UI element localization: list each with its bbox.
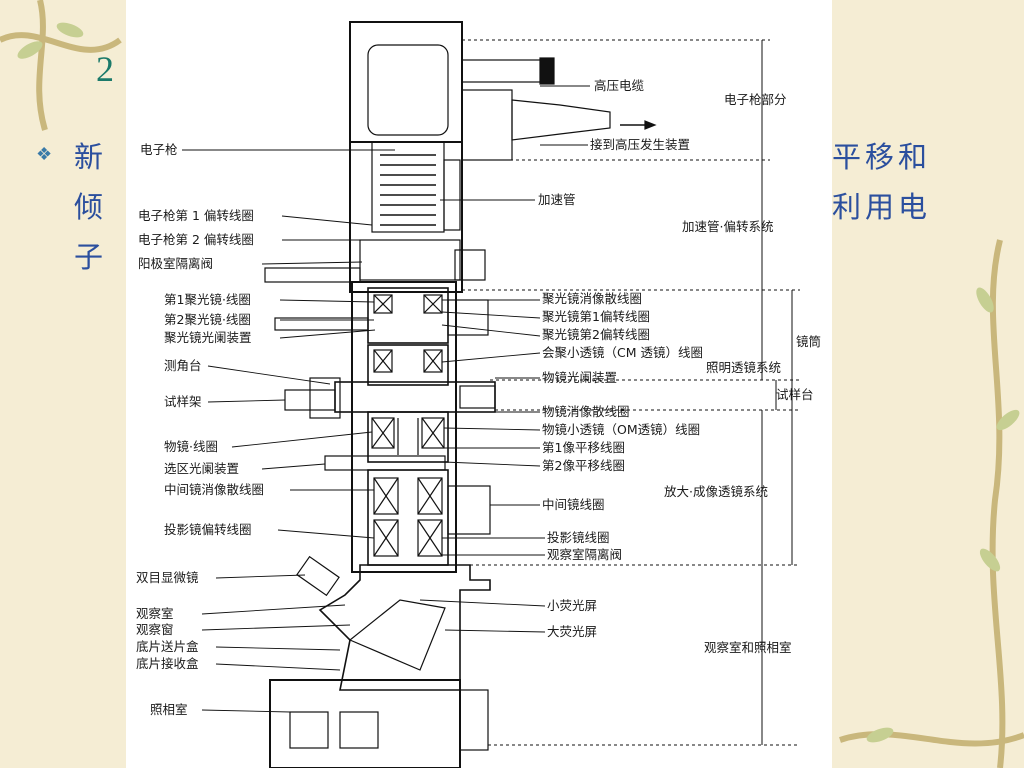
label-condenser-deflect-1: 聚光镜第1偏转线圈	[542, 309, 650, 324]
label-electron-gun: 电子枪	[140, 142, 178, 157]
label-film-supply: 底片送片盒	[136, 639, 199, 654]
label-anode-isolation-valve: 阳极室隔离阀	[138, 256, 214, 271]
label-objective-coil: 物镜·线圈	[164, 439, 218, 454]
diagram-panel	[126, 0, 832, 768]
section-accelerator: 加速管·偏转系统	[682, 219, 774, 234]
bullet-line-1-right: 平移和	[832, 140, 932, 174]
label-projector-deflect: 投影镜偏转线圈	[164, 522, 252, 537]
label-to-hv-generator: 接到高压发生装置	[590, 137, 691, 152]
label-small-screen: 小荧光屏	[547, 598, 598, 613]
label-intermediate-coil: 中间镜线圈	[542, 497, 605, 512]
label-goniometer: 测角台	[164, 358, 202, 373]
label-large-screen: 大荧光屏	[547, 624, 598, 639]
label-gun-deflect-2: 电子枪第 2 偏转线圈	[138, 232, 254, 247]
label-condenser-1-coil: 第1聚光镜·线圈	[164, 292, 251, 307]
label-condenser-deflect-2: 聚光镜第2偏转线圈	[542, 327, 650, 342]
section-gun: 电子枪部分	[724, 92, 787, 107]
label-viewing-chamber: 观察室	[136, 606, 174, 621]
label-condenser-stigmator: 聚光镜消像散线圈	[542, 291, 643, 306]
label-om-lens-coil: 物镜小透镜（OM透镜）线圈	[542, 422, 701, 437]
label-image-shift-1: 第1像平移线圈	[542, 440, 625, 455]
label-image-shift-2: 第2像平移线圈	[542, 458, 625, 473]
label-cm-lens-coil: 会聚小透镜（CM 透镜）线圈	[542, 345, 703, 360]
section-stage: 试样台	[776, 387, 814, 402]
label-hv-cable: 高压电缆	[594, 78, 645, 93]
section-illumination: 照明透镜系统	[706, 360, 782, 375]
section-column: 镜筒	[796, 334, 822, 349]
bullet-line-2-left: 倾	[74, 190, 108, 224]
label-objective-aperture: 物镜光阑装置	[542, 370, 618, 385]
label-film-receive: 底片接收盒	[136, 656, 199, 671]
section-imaging: 放大·成像透镜系统	[664, 484, 768, 499]
label-projector-coil: 投影镜线圈	[547, 530, 610, 545]
label-condenser-2-coil: 第2聚光镜·线圈	[164, 312, 251, 327]
label-objective-stigmator: 物镜消像散线圈	[542, 404, 630, 419]
label-intermediate-stigmator: 中间镜消像散线圈	[164, 482, 265, 497]
label-camera-chamber: 照相室	[150, 702, 188, 717]
bullet-line-1-left: 新	[74, 140, 108, 174]
bullet-line-2-right: 利用电	[832, 190, 932, 224]
label-binocular: 双目显微镜	[136, 570, 199, 585]
label-condenser-aperture: 聚光镜光阑装置	[164, 330, 252, 345]
label-selected-area-aperture: 选区光阑装置	[164, 461, 240, 476]
section-observation: 观察室和照相室	[704, 640, 792, 655]
label-accelerator-tube: 加速管	[538, 192, 576, 207]
label-observation-isolation-valve: 观察室隔离阀	[547, 547, 623, 562]
bullet-line-3-left: 子	[74, 240, 108, 274]
label-gun-deflect-1: 电子枪第 1 偏转线圈	[138, 208, 254, 223]
slide-heading: 2	[96, 49, 114, 89]
label-viewing-window: 观察窗	[136, 622, 174, 637]
label-specimen-holder: 试样架	[164, 394, 202, 409]
bullet-diamond-icon: ❖	[36, 144, 53, 165]
